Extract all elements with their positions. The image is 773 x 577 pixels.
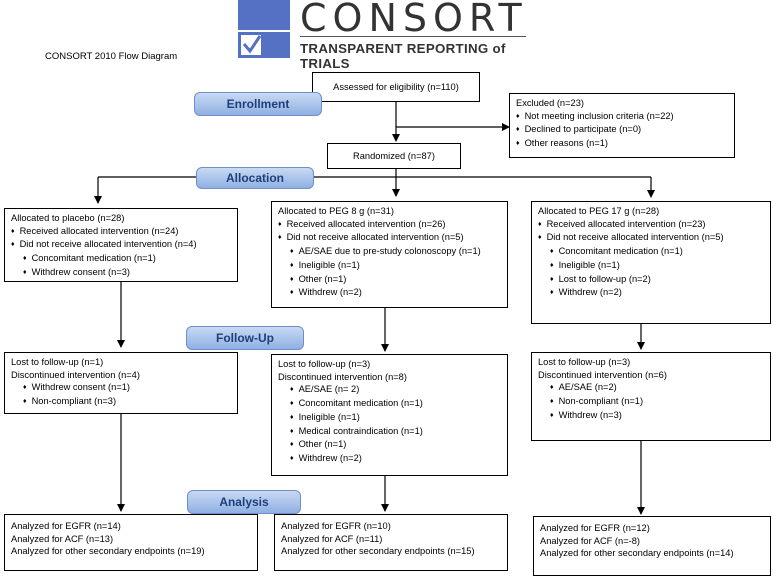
followup-reason: Non-compliant (n=3): [11, 395, 231, 409]
excluded-title: Excluded (n=23): [516, 98, 584, 108]
phase-enrollment: Enrollment: [194, 92, 322, 116]
logo-tagline: TRANSPARENT REPORTING of TRIALS: [300, 41, 506, 71]
randomized-text: Randomized (n=87): [353, 151, 435, 161]
allocation-received: Received allocated intervention (n=23): [538, 218, 764, 232]
analysis-line: Analyzed for other secondary endpoints (…: [540, 548, 734, 559]
analysis-line: Analyzed for EGFR (n=10): [281, 521, 391, 531]
followup-discontinued: Discontinued intervention (n=4): [11, 369, 140, 380]
allocation-received: Received allocated intervention (n=26): [278, 218, 501, 232]
allocation-reason: Withdrew consent (n=3): [11, 266, 231, 280]
allocation-reason: AE/SAE due to pre-study colonoscopy (n=1…: [278, 245, 501, 259]
consort-logo: CONSORT TRANSPARENT REPORTING of TRIALS: [238, 0, 528, 71]
logo-wordmark: CONSORT: [300, 0, 528, 40]
excluded-box: Excluded (n=23) Not meeting inclusion cr…: [509, 93, 735, 158]
peg8-analysis-box: Analyzed for EGFR (n=10) Analyzed for AC…: [274, 514, 508, 571]
followup-reason: Non-compliant (n=1): [538, 395, 764, 409]
logo-divider: [300, 36, 526, 37]
randomized-box: Randomized (n=87): [327, 143, 461, 169]
placebo-followup-box: Lost to follow-up (n=1) Discontinued int…: [4, 352, 238, 414]
analysis-line: Analyzed for EGFR (n=14): [11, 521, 121, 531]
allocation-title: Allocated to placebo (n=28): [11, 213, 125, 223]
placebo-allocation-box: Allocated to placebo (n=28) Received all…: [4, 208, 238, 282]
followup-lost: Lost to follow-up (n=1): [11, 357, 104, 367]
allocation-reason: Concomitant medication (n=1): [538, 245, 764, 259]
followup-reason: Medical contraindication (n=1): [278, 425, 501, 439]
allocation-reason: Withdrew (n=2): [538, 286, 764, 300]
followup-reason: AE/SAE (n= 2): [278, 383, 501, 397]
followup-reason: Concomitant medication (n=1): [278, 397, 501, 411]
analysis-line: Analyzed for other secondary endpoints (…: [281, 546, 475, 557]
analysis-line: Analyzed for ACF (n=13): [11, 533, 114, 544]
followup-lost: Lost to follow-up (n=3): [278, 359, 371, 369]
followup-reason: Other (n=1): [278, 438, 501, 452]
followup-reason: Withdrew consent (n=1): [11, 381, 231, 395]
allocation-reason: Withdrew (n=2): [278, 286, 501, 300]
followup-reason: AE/SAE (n=2): [538, 381, 764, 395]
allocation-reason: Concomitant medication (n=1): [11, 252, 231, 266]
excluded-item: Not meeting inclusion criteria (n=22): [516, 110, 728, 124]
allocation-not-received: Did not receive allocated intervention (…: [538, 231, 764, 245]
phase-analysis: Analysis: [187, 490, 301, 514]
allocation-reason: Ineligible (n=1): [538, 259, 764, 273]
analysis-line: Analyzed for ACF (n=11): [281, 533, 383, 544]
followup-reason: Withdrew (n=3): [538, 409, 764, 423]
excluded-item: Declined to participate (n=0): [516, 123, 728, 137]
allocation-reason: Lost to follow-up (n=2): [538, 273, 764, 287]
assessed-text: Assessed for eligibility (n=110): [333, 82, 459, 92]
phase-followup: Follow-Up: [186, 326, 304, 350]
placebo-analysis-box: Analyzed for EGFR (n=14) Analyzed for AC…: [4, 514, 258, 571]
diagram-title: CONSORT 2010 Flow Diagram: [45, 51, 178, 62]
peg8-followup-box: Lost to follow-up (n=3) Discontinued int…: [271, 354, 508, 476]
allocation-received: Received allocated intervention (n=24): [11, 225, 231, 239]
followup-reason: Ineligible (n=1): [278, 411, 501, 425]
allocation-reason: Ineligible (n=1): [278, 259, 501, 273]
analysis-line: Analyzed for other secondary endpoints (…: [11, 546, 205, 557]
peg8-allocation-box: Allocated to PEG 8 g (n=31) Received all…: [271, 201, 508, 308]
assessed-box: Assessed for eligibility (n=110): [312, 72, 480, 102]
excluded-item: Other reasons (n=1): [516, 137, 728, 151]
analysis-line: Analyzed for ACF (n=-8): [540, 535, 640, 546]
phase-allocation: Allocation: [196, 167, 314, 189]
allocation-title: Allocated to PEG 17 g (n=28): [538, 206, 660, 216]
followup-lost: Lost to follow-up (n=3): [538, 357, 631, 367]
allocation-not-received: Did not receive allocated intervention (…: [278, 231, 501, 245]
allocation-reason: Other (n=1): [278, 273, 501, 287]
allocation-not-received: Did not receive allocated intervention (…: [11, 238, 231, 252]
analysis-line: Analyzed for EGFR (n=12): [540, 523, 650, 533]
allocation-title: Allocated to PEG 8 g (n=31): [278, 206, 395, 216]
peg17-analysis-box: Analyzed for EGFR (n=12) Analyzed for AC…: [533, 516, 771, 576]
followup-discontinued: Discontinued intervention (n=6): [538, 369, 667, 380]
followup-reason: Withdrew (n=2): [278, 452, 501, 466]
consort-logo-mark: [238, 0, 290, 58]
peg17-followup-box: Lost to follow-up (n=3) Discontinued int…: [531, 352, 771, 441]
followup-discontinued: Discontinued intervention (n=8): [278, 371, 407, 382]
peg17-allocation-box: Allocated to PEG 17 g (n=28) Received al…: [531, 201, 771, 324]
